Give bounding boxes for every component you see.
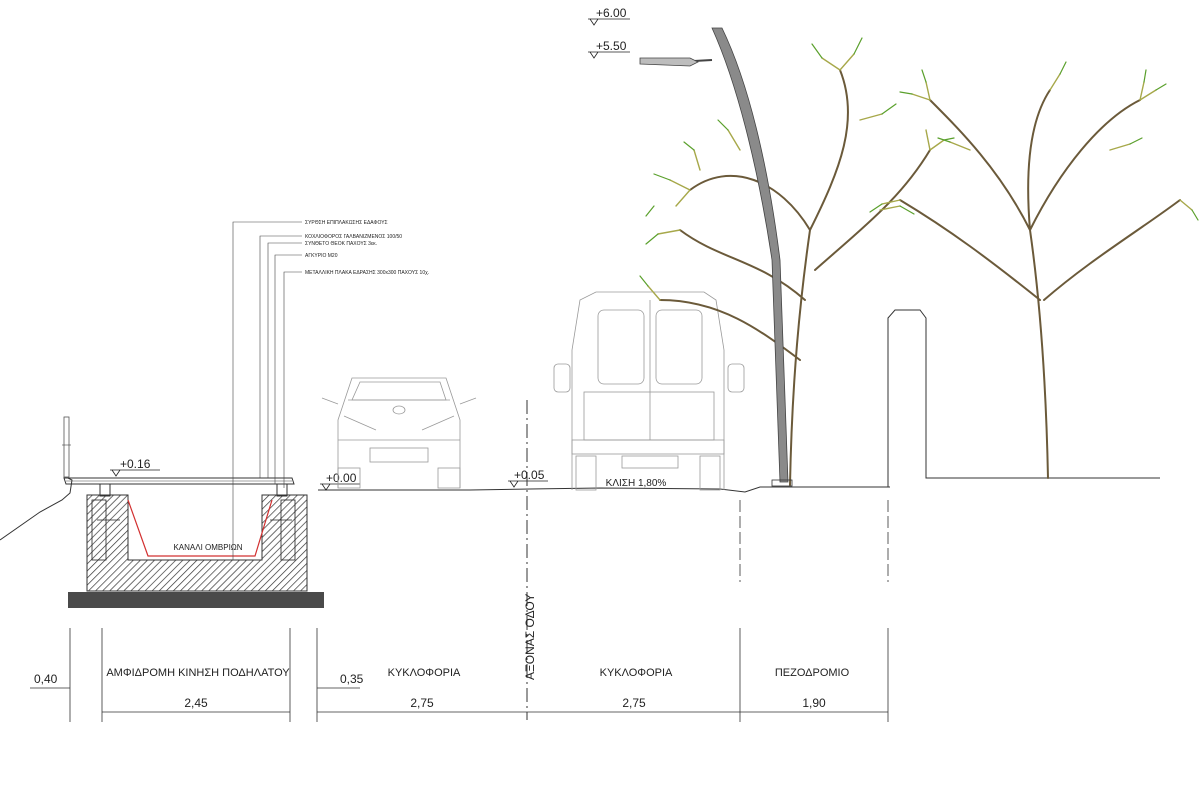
slope-label: ΚΛΙΣΗ 1,80% bbox=[606, 478, 667, 489]
elev-bike: +0.16 bbox=[120, 457, 151, 471]
note-2: ΚΟΧΛΙΟΦΟΡΟΣ ΓΑΛΒΑΝΙΖΜΕΝΟΣ 100/50 bbox=[305, 234, 402, 240]
dim-1-90: 1,90 bbox=[802, 696, 826, 710]
van-rear-view bbox=[553, 291, 745, 491]
zone-traffic-right: ΚΥΚΛΟΦΟΡΙΑ bbox=[600, 667, 673, 679]
elev-edge: +0.00 bbox=[326, 471, 357, 485]
channel-outline bbox=[127, 499, 273, 557]
note-5: ΜΕΤΑΛΛΙΚΗ ΠΛΑΚΑ ΕΔΡΑΣΗΣ 300x300 ΠΑΧΟΥΣ 1… bbox=[305, 270, 429, 276]
zone-sidewalk: ΠΕΖΟΔΡΟΜΙΟ bbox=[775, 667, 850, 679]
note-4: ΑΓΚΥΡΙΟ Μ20 bbox=[305, 253, 338, 259]
car-rear-view bbox=[321, 377, 477, 489]
dim-0-40: 0,40 bbox=[34, 672, 58, 686]
leader-lines bbox=[232, 221, 302, 560]
bike-deck bbox=[62, 416, 295, 497]
zone-traffic-left: ΚΥΚΛΟΦΟΡΙΑ bbox=[388, 667, 461, 679]
dim-2-75-right: 2,75 bbox=[622, 696, 646, 710]
note-3: ΣΥΝΘΕΤΟ ΘΕΟΚ ΠΑΧΟΥΣ 3εκ. bbox=[305, 241, 377, 247]
drainage-channel: ΚΑΝΑΛΙ ΟΜΒΡΙΩΝ bbox=[68, 494, 324, 608]
elevation-markers bbox=[110, 18, 630, 491]
dimension-chain bbox=[30, 500, 889, 722]
dim-2-75-left: 2,75 bbox=[410, 696, 434, 710]
channel-label: ΚΑΝΑΛΙ ΟΜΒΡΙΩΝ bbox=[173, 543, 242, 552]
road-axis-label: ΑΞΟΝΑΣ ΟΔΟΥ bbox=[523, 594, 537, 680]
note-1: ΣΥΡΘΣΗ ΕΠΙΠΛΑΚΩΣΗΣ ΕΔΑΦΟΥΣ bbox=[305, 220, 388, 226]
tree-right bbox=[869, 61, 1199, 479]
elev-light-top: +6.00 bbox=[596, 6, 627, 20]
zone-bike: ΑΜΦΙΔΡΟΜΗ ΚΙΝΗΣΗ ΠΟΔΗΛΑΤΟΥ bbox=[106, 667, 290, 679]
dim-2-45: 2,45 bbox=[184, 696, 208, 710]
elev-axis: +0.05 bbox=[514, 468, 545, 482]
light-pole bbox=[639, 27, 793, 487]
elev-luminaire: +5.50 bbox=[596, 39, 627, 53]
dim-0-35: 0,35 bbox=[340, 672, 364, 686]
road-axis: ΑΞΟΝΑΣ ΟΔΟΥ bbox=[523, 400, 537, 720]
construction-notes: ΣΥΡΘΣΗ ΕΠΙΠΛΑΚΩΣΗΣ ΕΔΑΦΟΥΣ ΚΟΧΛΙΟΦΟΡΟΣ Γ… bbox=[305, 220, 429, 276]
tree-left bbox=[639, 37, 955, 486]
ground-profile bbox=[0, 309, 1160, 541]
